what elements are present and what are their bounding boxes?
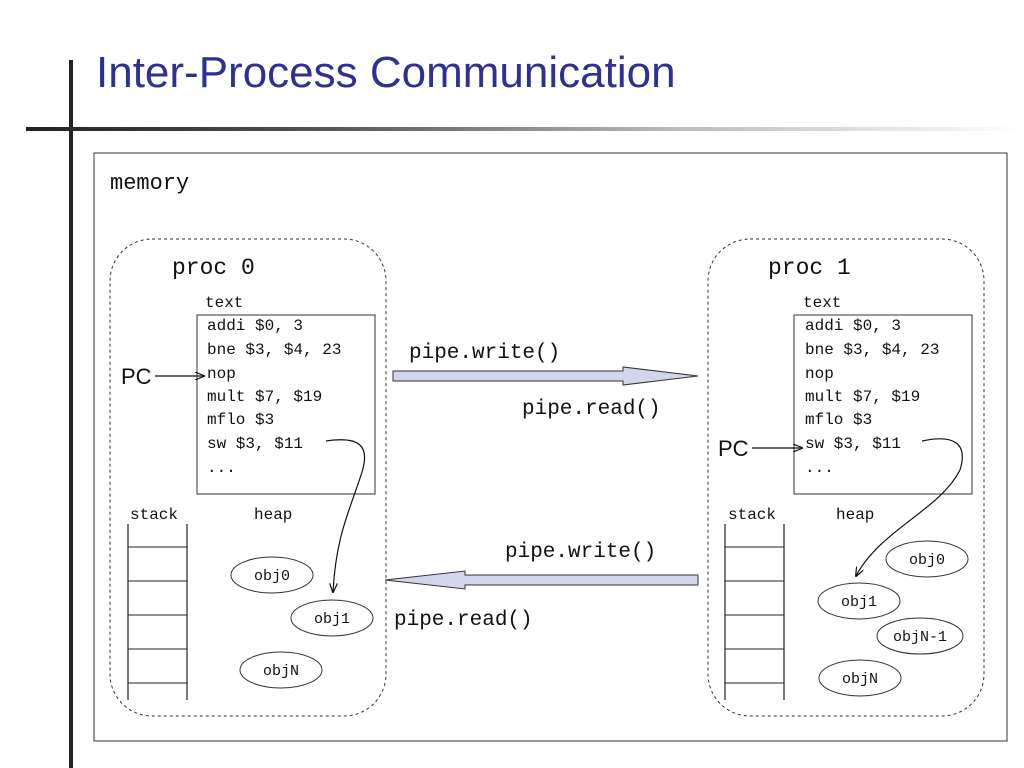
proc0-store-arrow bbox=[325, 439, 366, 592]
proc0-obj1-label: obj1 bbox=[314, 611, 350, 628]
proc1-label: proc 1 bbox=[768, 255, 851, 281]
proc0-group: proc 0 text addi $0, 3 bne $3, $4, 23 no… bbox=[109, 238, 387, 717]
proc0-heap-label: heap bbox=[254, 506, 292, 524]
proc1-instr: bne $3, $4, 23 bbox=[805, 341, 939, 359]
proc1-heap-obj0: obj0 bbox=[885, 540, 969, 578]
proc0-instr: mult $7, $19 bbox=[207, 388, 322, 406]
slide-title: Inter-Process Communication bbox=[96, 48, 676, 97]
proc0-boundary bbox=[109, 238, 387, 717]
pipe-bottom-write-label: pipe.write() bbox=[505, 541, 656, 564]
proc1-objN-label: objN bbox=[842, 671, 878, 688]
proc1-instructions: addi $0, 3 bne $3, $4, 23 nop mult $7, $… bbox=[805, 317, 939, 477]
proc1-stack bbox=[724, 524, 785, 700]
memory-label: memory bbox=[110, 171, 189, 196]
proc1-text-box bbox=[793, 314, 973, 495]
proc0-heap-obj0: obj0 bbox=[230, 556, 314, 594]
proc1-pc-label: PC bbox=[718, 436, 749, 461]
proc0-obj0-label: obj0 bbox=[254, 568, 290, 585]
pipe-bottom-read-label: pipe.read() bbox=[394, 609, 533, 632]
proc1-instr: sw $3, $11 bbox=[805, 435, 901, 453]
pipe-top: pipe.write() pipe.read() bbox=[392, 342, 699, 421]
proc0-instr: bne $3, $4, 23 bbox=[207, 341, 341, 359]
proc0-instr: sw $3, $11 bbox=[207, 435, 303, 453]
proc1-heap-obj1: obj1 bbox=[817, 582, 901, 620]
title-horizontal-rule bbox=[26, 127, 1024, 131]
proc0-text-box bbox=[196, 314, 376, 495]
proc0-instr: ... bbox=[207, 459, 236, 477]
proc0-text-label: text bbox=[205, 294, 243, 312]
proc1-instr: addi $0, 3 bbox=[805, 317, 901, 335]
proc1-heap-label: heap bbox=[836, 506, 874, 524]
title-vertical-rule bbox=[69, 60, 73, 768]
proc0-objN-label: objN bbox=[263, 663, 299, 680]
proc1-instr: mult $7, $19 bbox=[805, 388, 920, 406]
pipe-top-read-label: pipe.read() bbox=[522, 398, 661, 421]
pipe-top-write-label: pipe.write() bbox=[409, 342, 560, 365]
proc0-pc-label: PC bbox=[121, 364, 152, 389]
proc1-obj1-label: obj1 bbox=[841, 594, 877, 611]
pipe-top-arrow bbox=[392, 366, 699, 386]
proc0-label: proc 0 bbox=[172, 255, 255, 281]
proc1-stack-label: stack bbox=[728, 506, 776, 524]
proc0-instr: addi $0, 3 bbox=[207, 317, 303, 335]
proc0-instructions: addi $0, 3 bne $3, $4, 23 nop mult $7, $… bbox=[207, 317, 341, 477]
proc0-stack bbox=[127, 524, 188, 700]
proc1-text-label: text bbox=[803, 294, 841, 312]
proc1-obj0-label: obj0 bbox=[909, 552, 945, 569]
proc0-instr: mflo $3 bbox=[207, 411, 274, 429]
proc1-instr: nop bbox=[805, 365, 834, 383]
proc1-objN-1-label: objN-1 bbox=[893, 629, 947, 646]
pipe-bottom-arrow bbox=[384, 570, 699, 590]
proc1-instr: ... bbox=[805, 459, 834, 477]
proc0-instr: nop bbox=[207, 365, 236, 383]
proc0-stack-label: stack bbox=[130, 506, 178, 524]
proc1-store-arrow bbox=[856, 438, 963, 576]
proc0-heap-objN: objN bbox=[239, 651, 323, 689]
proc1-heap-objN: objN bbox=[818, 659, 902, 697]
proc1-heap-objN-1: objN-1 bbox=[876, 617, 964, 655]
proc1-boundary bbox=[707, 238, 985, 717]
proc1-instr: mflo $3 bbox=[805, 411, 872, 429]
proc0-heap-obj1: obj1 bbox=[290, 599, 374, 637]
pipe-bottom: pipe.write() pipe.read() bbox=[384, 541, 699, 632]
proc1-group: proc 1 text addi $0, 3 bne $3, $4, 23 no… bbox=[707, 238, 985, 717]
